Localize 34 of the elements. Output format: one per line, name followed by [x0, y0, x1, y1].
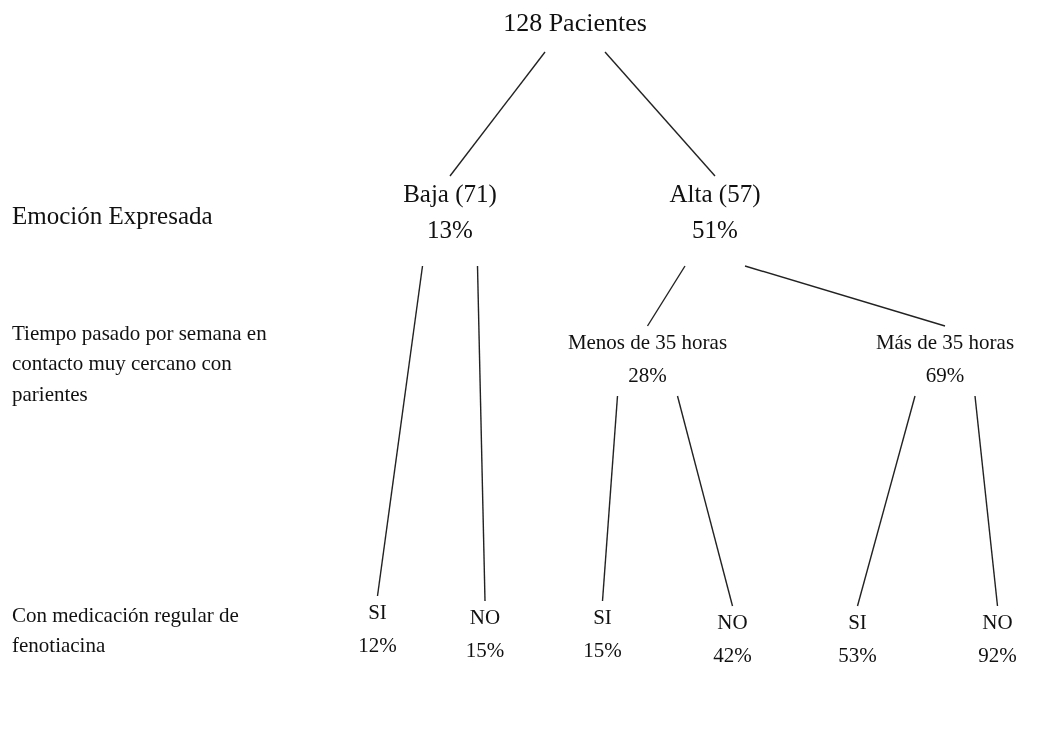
level-label: Tiempo pasado por semana en contacto muy cercano con parientes — [12, 320, 268, 408]
tree-branch-line — [376, 265, 424, 597]
node-title: Menos de 35 horas — [567, 330, 728, 355]
node-title: SI — [593, 605, 612, 630]
node-title: 128 Pacientes — [503, 8, 647, 38]
tree-branch-line — [604, 51, 716, 177]
node-title: Baja (71) — [403, 180, 497, 208]
tree-branch-line — [601, 395, 619, 602]
percentage-text: 69% — [925, 363, 965, 388]
level-label: Emoción Expresada — [12, 201, 214, 231]
tree-branch-line — [744, 265, 946, 327]
tree-branch-line — [449, 51, 546, 177]
percentage-text: 51% — [692, 216, 738, 244]
percentage-text: 53% — [838, 643, 877, 668]
node-title: NO — [717, 610, 748, 635]
node-title: Alta (57) — [669, 180, 761, 208]
node-title: NO — [469, 605, 501, 630]
level-label: Con medicación regular de fenotiacina — [12, 602, 240, 660]
percentage-text: 15% — [465, 638, 505, 663]
node-title: SI — [848, 610, 867, 635]
percentage-text: 15% — [583, 638, 622, 663]
percentage-text: 13% — [427, 216, 473, 244]
tree-branch-line — [646, 265, 686, 327]
tree-branch-line — [476, 265, 486, 602]
percentage-text: 28% — [628, 363, 667, 388]
tree-branch-line — [676, 395, 734, 607]
percentage-text: 42% — [713, 643, 752, 668]
percentage-text: 92% — [978, 643, 1017, 668]
percentage-text: 12% — [358, 633, 397, 658]
tree-branch-line — [856, 395, 916, 607]
node-title: NO — [982, 610, 1013, 635]
node-title: Más de 35 horas — [875, 330, 1015, 355]
tree-branch-line — [974, 395, 999, 607]
node-title: SI — [368, 600, 387, 625]
